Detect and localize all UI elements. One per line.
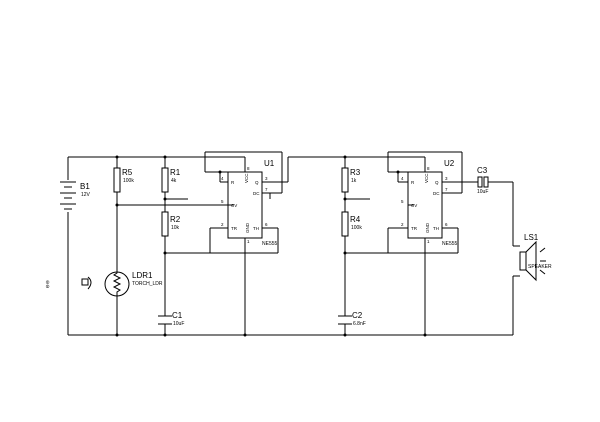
- r4-value: 100k: [351, 225, 362, 231]
- speaker-ls1: LS1 SPEAKER: [519, 233, 552, 282]
- u2-pin-3: 3: [445, 176, 448, 181]
- junctions: [115, 155, 427, 337]
- u2-pin-vcc: VCC: [424, 173, 429, 183]
- u2-part: NE555: [442, 241, 458, 247]
- battery-b1: B1 12V: [60, 181, 91, 210]
- u1-pin-3: 3: [265, 176, 268, 181]
- u1-pin-5: 5: [221, 199, 224, 204]
- b1-value: 12V: [81, 192, 91, 198]
- u1-pin-tr: TR: [231, 226, 238, 231]
- ls1-ref: LS1: [524, 233, 539, 242]
- ic-u2: U2 NE555 R VCC Q DC CV TR TH GND 4 8 3 7…: [401, 159, 458, 247]
- ldr1-ref: LDR1: [132, 271, 153, 280]
- u2-pin-dc: DC: [433, 191, 440, 196]
- u1-pin-2: 2: [221, 222, 224, 227]
- capacitor-c1: C1 10uF: [158, 311, 184, 327]
- u2-pin-q: Q: [435, 180, 439, 185]
- u1-pin-4: 4: [221, 176, 224, 181]
- c2-value: 6.8nF: [353, 321, 366, 327]
- u2-pin-7: 7: [445, 187, 448, 192]
- u1-pin-8: 8: [247, 166, 250, 171]
- b1-ref: B1: [80, 182, 90, 191]
- ls1-value: SPEAKER: [528, 264, 552, 270]
- wires: [67, 151, 520, 336]
- u1-pin-q: Q: [255, 180, 259, 185]
- u2-pin-r: R: [411, 180, 415, 185]
- u1-pin-6: 6: [265, 222, 268, 227]
- resistor-r4: R4 100k: [341, 211, 362, 237]
- u1-pin-1: 1: [247, 239, 250, 244]
- u2-pin-5: 5: [401, 199, 404, 204]
- resistor-r1: R1 4k: [161, 167, 181, 193]
- r5-value: 100k: [123, 178, 134, 184]
- u1-pin-cv: CV: [231, 203, 237, 208]
- r1-ref: R1: [170, 168, 181, 177]
- u2-ref: U2: [444, 159, 455, 168]
- capacitor-c3: C3 10uF: [477, 166, 489, 195]
- u2-pin-tr: TR: [411, 226, 418, 231]
- ldr1-value: TORCH_LDR: [132, 281, 163, 287]
- c1-ref: C1: [172, 311, 183, 320]
- u2-pin-4: 4: [401, 176, 404, 181]
- u1-pin-gnd: GND: [245, 222, 250, 233]
- u2-pin-cv: CV: [411, 203, 417, 208]
- r2-value: 10k: [171, 225, 180, 231]
- u2-pin-2: 2: [401, 222, 404, 227]
- r5-ref: R5: [122, 168, 133, 177]
- c1-value: 10uF: [173, 321, 184, 327]
- u2-pin-8: 8: [427, 166, 430, 171]
- u1-pin-th: TH: [253, 226, 259, 231]
- r3-ref: R3: [350, 168, 361, 177]
- u2-pin-gnd: GND: [425, 222, 430, 233]
- resistor-r5: R5 100k: [113, 167, 134, 193]
- u1-pin-7: 7: [265, 187, 268, 192]
- u2-pin-6: 6: [445, 222, 448, 227]
- r1-value: 4k: [171, 178, 177, 184]
- u1-pin-r: R: [231, 180, 235, 185]
- u1-part: NE555: [262, 241, 278, 247]
- c3-value: 10uF: [477, 189, 488, 195]
- u2-pin-1: 1: [427, 239, 430, 244]
- resistor-r2: R2 10k: [161, 211, 181, 237]
- u2-pin-th: TH: [433, 226, 439, 231]
- resistor-r3: R3 1k: [341, 167, 361, 193]
- c2-ref: C2: [352, 311, 363, 320]
- r2-ref: R2: [170, 215, 181, 224]
- r4-ref: R4: [350, 215, 361, 224]
- r3-value: 1k: [351, 178, 357, 184]
- c3-ref: C3: [477, 166, 488, 175]
- torch-glyph: ⊖⊖: [44, 280, 50, 288]
- u1-pin-vcc: VCC: [244, 173, 249, 183]
- ldr-ldr1: LDR1 TORCH_LDR ⊖⊖: [44, 268, 163, 300]
- u1-ref: U1: [264, 159, 275, 168]
- ic-u1: U1 NE555 R VCC Q DC CV TR TH GND 4 8 3 7…: [221, 159, 278, 247]
- capacitor-c2: C2 6.8nF: [338, 311, 366, 327]
- u1-pin-dc: DC: [253, 191, 260, 196]
